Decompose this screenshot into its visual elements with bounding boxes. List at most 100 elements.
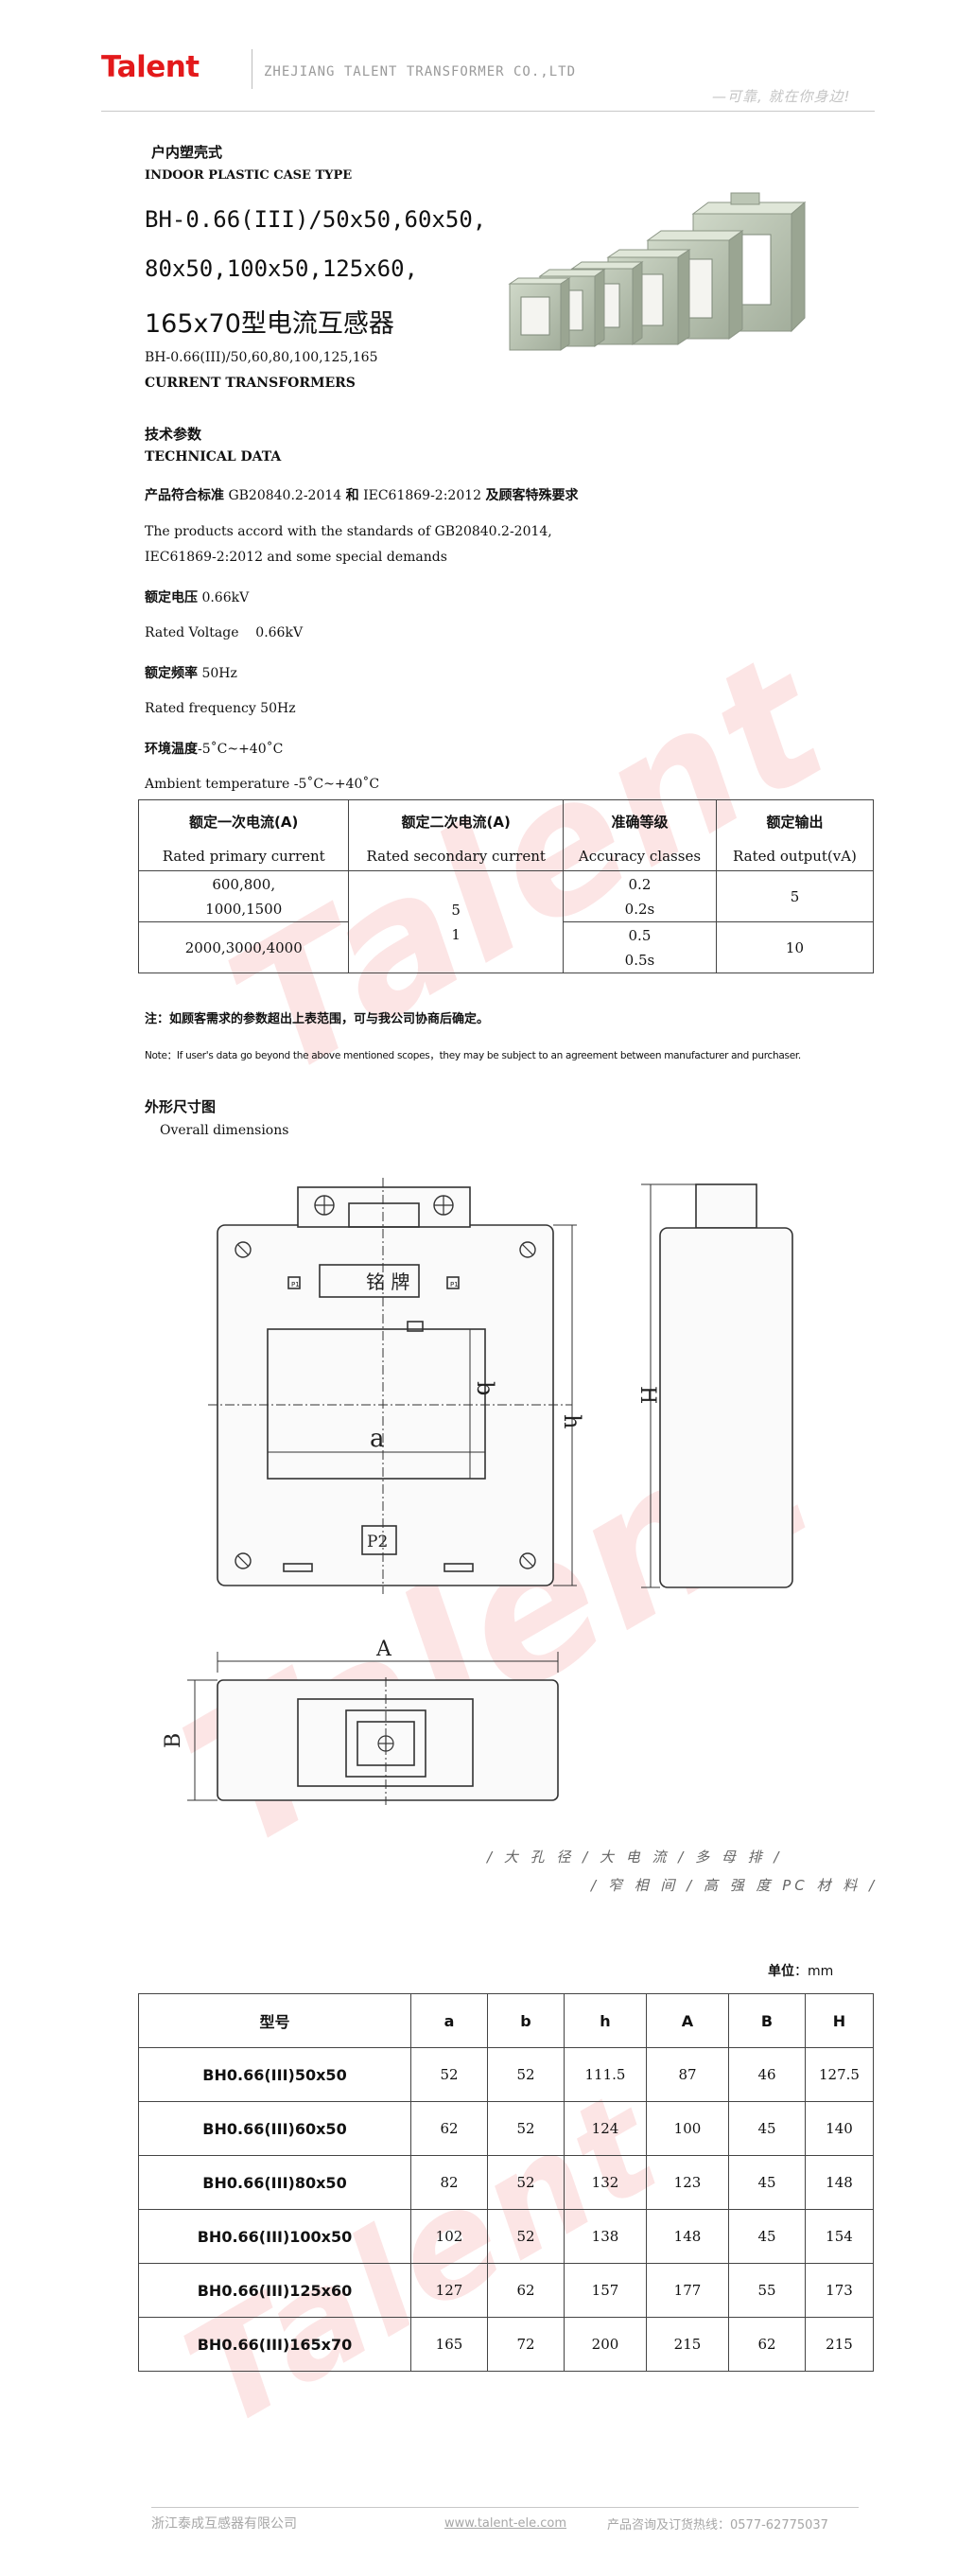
nameplate-label: 铭 牌 [366, 1270, 409, 1293]
output-2: 10 [715, 921, 875, 973]
value-cell: 45 [728, 2101, 806, 2156]
header-B: B [728, 1993, 806, 2048]
value-cell: 215 [805, 2317, 874, 2372]
model-cell: BH0.66(III)100x50 [138, 2209, 411, 2264]
table-row: BH0.66(III)60x50 62 52 124 100 45 140 [138, 2101, 874, 2156]
standard-cn: 产品符合标准 GB20840.2-2014 和 IEC61869-2:2012 … [145, 485, 579, 504]
table-row: BH0.66(III)80x50 82 52 132 123 45 148 [138, 2155, 874, 2210]
standard-value-2: IEC61869-2:2012 [358, 488, 486, 503]
technical-heading-en: TECHNICAL DATA [145, 449, 282, 464]
standard-tail: 及顾客特殊要求 [485, 488, 579, 503]
feature-line-2: / 窄 相 间 / 高 强 度 PC 材 料 / [591, 1877, 878, 1894]
dim-b-label: b [472, 1381, 498, 1395]
value-cell: 132 [564, 2155, 647, 2210]
value-cell: 138 [564, 2209, 647, 2264]
header-accuracy-en: Accuracy classes [562, 842, 717, 871]
value-cell: 62 [487, 2263, 565, 2318]
model-cell: BH0.66(III)80x50 [138, 2155, 411, 2210]
frequency-en: Rated frequency 50Hz [145, 701, 296, 716]
header-output-en: Rated output(vA) [715, 842, 875, 871]
secondary-current: 5 1 [348, 870, 564, 973]
header-primary-en: Rated primary current [137, 842, 350, 871]
transformer-unit-1 [508, 277, 571, 351]
value-cell: 100 [646, 2101, 729, 2156]
value-cell: 62 [728, 2317, 806, 2372]
dimensions-heading-en: Overall dimensions [160, 1123, 289, 1138]
header-b: b [487, 1993, 565, 2048]
value-cell: 52 [410, 2047, 488, 2102]
temperature-cn: 环境温度-5˚C~+40˚C [145, 739, 283, 758]
frequency-cn: 额定频率 50Hz [145, 663, 237, 682]
table-row: BH0.66(III)100x50 102 52 138 148 45 154 [138, 2209, 874, 2264]
value-cell: 102 [410, 2209, 488, 2264]
spec-row-1: 600,800, 1000,1500 5 1 0.2 0.2s 5 [137, 870, 875, 973]
spec-row-2: 2000,3000,4000 0.5 0.5s 10 [137, 921, 875, 973]
value-cell: 52 [487, 2047, 565, 2102]
standard-and: 和 [345, 488, 359, 503]
value-cell: 148 [646, 2209, 729, 2264]
value-cell: 127 [410, 2263, 488, 2318]
header-model: 型号 [138, 1993, 411, 2048]
dim-a-label: a [370, 1425, 385, 1453]
footer-website-link[interactable]: www.talent-ele.com [444, 2516, 567, 2531]
primary-current-1a: 600,800, [212, 875, 276, 893]
voltage-cn: 额定电压 0.66kV [145, 587, 249, 606]
value-cell: 127.5 [805, 2047, 874, 2102]
frequency-value: 50Hz [198, 666, 237, 681]
product-title-line3: 165x70型电流互感器 [145, 309, 394, 339]
standard-value: GB20840.2-2014 [224, 488, 346, 503]
value-cell: 72 [487, 2317, 565, 2372]
p1-label-right: P1 [450, 1281, 459, 1288]
value-cell: 157 [564, 2263, 647, 2318]
header-output-cn: 额定输出 [715, 799, 875, 843]
value-cell: 55 [728, 2263, 806, 2318]
header-H: H [805, 1993, 874, 2048]
front-view-drawing: 铭 牌 P1 P1 P2 a b h [208, 1178, 585, 1594]
temperature-label: 环境温度 [145, 742, 198, 757]
company-name: ZHEJIANG TALENT TRANSFORMER CO.,LTD [264, 64, 577, 79]
model-cell: BH0.66(III)165x70 [138, 2317, 411, 2372]
primary-current-1: 600,800, 1000,1500 [137, 870, 350, 922]
value-cell: 52 [487, 2101, 565, 2156]
header-A: A [646, 1993, 729, 2048]
p1-label: P1 [291, 1281, 300, 1288]
feature-line-1: / 大 孔 径 / 大 电 流 / 多 母 排 / [487, 1849, 783, 1866]
header-a: a [410, 1993, 488, 2048]
dim-A-label: A [375, 1638, 392, 1661]
technical-heading-cn: 技术参数 [145, 426, 202, 443]
accuracy-1b: 0.2s [624, 900, 655, 918]
table-row: BH0.66(III)50x50 52 52 111.5 87 46 127.5 [138, 2047, 874, 2102]
model-cell: BH0.66(III)60x50 [138, 2101, 411, 2156]
secondary-current-1: 1 [451, 925, 461, 943]
secondary-current-5: 5 [451, 901, 461, 919]
model-cell: BH0.66(III)125x60 [138, 2263, 411, 2318]
value-cell: 52 [487, 2155, 565, 2210]
dim-h-label: h [559, 1414, 585, 1428]
voltage-en: Rated Voltage 0.66kV [145, 625, 304, 640]
footer-company: 浙江泰成互感器有限公司 [151, 2516, 297, 2532]
accuracy-2a: 0.5 [628, 926, 652, 944]
value-cell: 124 [564, 2101, 647, 2156]
spec-header-en-row: Rated primary current Rated secondary cu… [137, 842, 875, 871]
header-divider [101, 111, 875, 112]
header-secondary-en: Rated secondary current [348, 842, 564, 871]
dimensions-table: 型号 a b h A B H BH0.66(III)50x50 52 52 11… [138, 1993, 874, 2372]
spec-table: 额定一次电流(A) 额定二次电流(A) 准确等级 额定输出 Rated prim… [137, 799, 875, 973]
value-cell: 148 [805, 2155, 874, 2210]
unit-value: ：mm [794, 1964, 834, 1979]
standard-label: 产品符合标准 [145, 488, 224, 503]
value-cell: 87 [646, 2047, 729, 2102]
standard-en-line2: IEC61869-2:2012 and some special demands [145, 550, 447, 565]
accuracy-1a: 0.2 [628, 875, 652, 893]
accuracy-2b: 0.5s [624, 951, 655, 969]
product-title-line1: BH-0.66(III)/50x50,60x50, [145, 206, 487, 233]
value-cell: 200 [564, 2317, 647, 2372]
product-subtitle-2: CURRENT TRANSFORMERS [145, 376, 356, 391]
dim-H-label: H [635, 1386, 659, 1404]
company-logo: Talent [101, 50, 200, 84]
table-row: BH0.66(III)165x70 165 72 200 215 62 215 [138, 2317, 874, 2372]
primary-current-1b: 1000,1500 [205, 900, 283, 918]
value-cell: 215 [646, 2317, 729, 2372]
note-cn: 注：如顾客需求的参数超出上表范围，可与我公司协商后确定。 [145, 1012, 490, 1026]
primary-current-2: 2000,3000,4000 [137, 921, 350, 973]
